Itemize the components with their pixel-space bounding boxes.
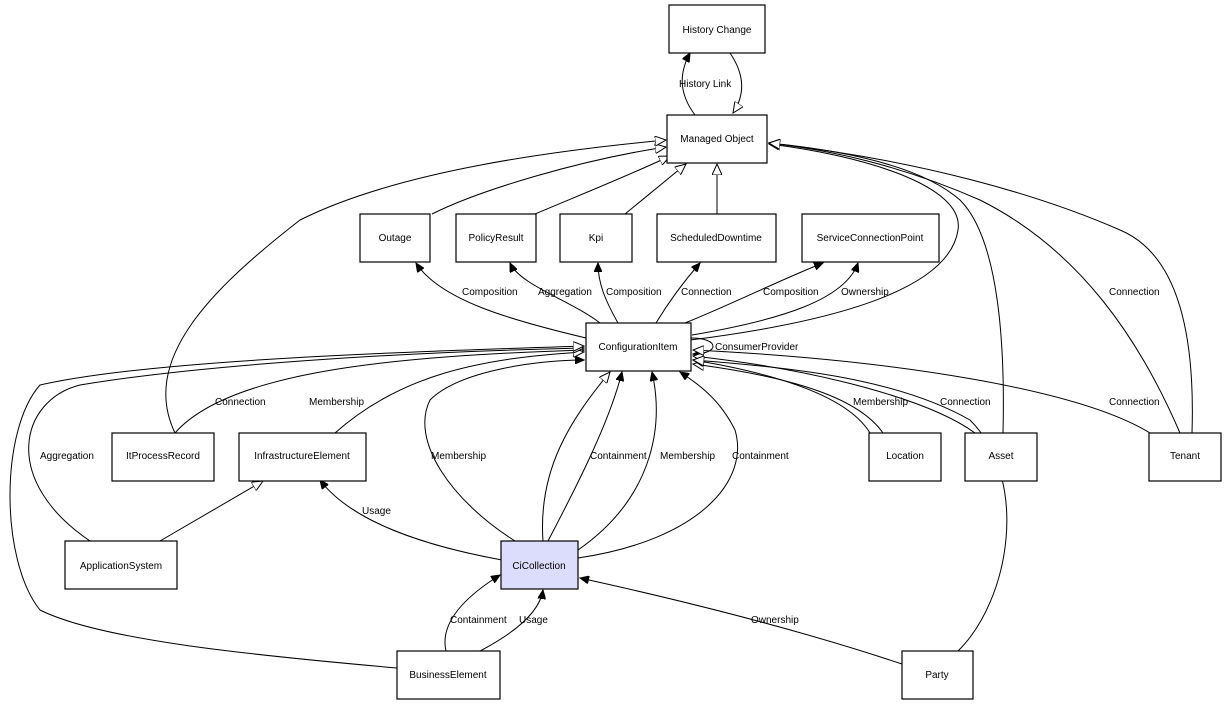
svg-text:BusinessElement: BusinessElement — [409, 670, 486, 681]
edge-inherit-outage — [431, 147, 666, 215]
node-infrastructure-element[interactable]: InfrastructureElement — [238, 432, 367, 482]
edge-be-cic-cont — [444, 575, 500, 652]
svg-text:Party: Party — [925, 670, 948, 681]
edge-inherit-policy — [534, 156, 670, 215]
node-it-process-record[interactable]: ItProcessRecord — [111, 432, 215, 482]
svg-text:Kpi: Kpi — [589, 233, 603, 244]
nodes: History Change Managed Object Outage Pol… — [64, 4, 1222, 700]
edge-label-infra-ci: Membership — [309, 397, 364, 408]
edge-infra-ci — [334, 352, 584, 434]
node-configuration-item[interactable]: ConfigurationItem — [585, 322, 692, 372]
edge-label-ci-kpi: Composition — [606, 287, 662, 298]
svg-text:Location: Location — [886, 451, 924, 462]
edge-ci-outage — [416, 263, 587, 339]
svg-text:ConfigurationItem: ConfigurationItem — [599, 342, 678, 353]
edge-itpr-ci — [174, 350, 584, 434]
edge-label-be-cic-cont: Containment — [450, 615, 507, 626]
svg-text:Tenant: Tenant — [1170, 451, 1200, 462]
edge-cic-ci-cont1 — [547, 372, 622, 542]
edge-label-asset-ci: Connection — [940, 397, 991, 408]
edge-cic-ci-mem2 — [577, 372, 656, 551]
edge-loc-ci — [693, 364, 884, 434]
node-party[interactable]: Party — [901, 650, 974, 700]
node-managed-object[interactable]: Managed Object — [666, 114, 768, 164]
node-application-system[interactable]: ApplicationSystem — [64, 540, 178, 590]
edge-label-cic-ci-cont1: Containment — [590, 451, 647, 462]
edge-ci-kpi — [598, 263, 619, 324]
edge-cic-ci-mem1 — [424, 360, 584, 542]
svg-text:ScheduledDowntime: ScheduledDowntime — [670, 233, 762, 244]
edge-ci-scp-comp — [684, 263, 823, 324]
edge-label-party-cic: Ownership — [751, 615, 799, 626]
node-history-change[interactable]: History Change — [668, 4, 766, 54]
edge-tenant-ci — [693, 350, 1151, 434]
edge-be-cic-usage — [479, 590, 543, 652]
svg-text:History Change: History Change — [683, 25, 752, 36]
edge-label-tenant-mo: Connection — [1109, 287, 1160, 298]
edge-label-cic-ci-mem2: Membership — [660, 451, 715, 462]
edge-asset-ci — [693, 356, 976, 434]
edge-cic-ci-inherit — [541, 372, 610, 542]
node-ci-collection[interactable]: CiCollection — [500, 540, 579, 590]
edge-label-itpr-ci: Connection — [215, 397, 266, 408]
edges — [9, 53, 1193, 669]
node-asset[interactable]: Asset — [964, 432, 1038, 482]
edge-label-be-cic-usage: Usage — [519, 615, 548, 626]
edge-label-ci-scp-own: Ownership — [841, 287, 889, 298]
edge-cic-ci-cont2 — [577, 372, 739, 559]
edge-label-app-ci: Aggregation — [40, 451, 94, 462]
svg-text:ServiceConnectionPoint: ServiceConnectionPoint — [817, 233, 924, 244]
edge-ci-scp-own — [691, 263, 858, 336]
edge-label-ci-self: ConsumerProvider — [715, 342, 799, 353]
node-outage[interactable]: Outage — [359, 213, 431, 263]
edge-label-tenant-ci: Connection — [1109, 397, 1160, 408]
edge-ci-policy — [510, 263, 601, 324]
edge-party-cic — [580, 578, 903, 665]
edge-inherit-itpr — [165, 140, 666, 434]
edge-loc-ci-2 — [693, 360, 871, 434]
node-service-connection-point[interactable]: ServiceConnectionPoint — [801, 213, 940, 263]
edge-history-link — [681, 53, 741, 116]
edge-label-cic-infra: Usage — [362, 506, 391, 517]
edge-label-ci-scp-comp: Composition — [763, 287, 819, 298]
edge-inherit-tenant-a — [769, 143, 1181, 434]
node-location[interactable]: Location — [868, 432, 942, 482]
svg-text:Managed Object: Managed Object — [680, 134, 754, 145]
svg-text:ItProcessRecord: ItProcessRecord — [126, 451, 200, 462]
edge-label-ci-sched: Connection — [681, 287, 732, 298]
svg-text:Asset: Asset — [988, 451, 1013, 462]
edge-label-ci-outage: Composition — [462, 287, 518, 298]
edge-inherit-ci — [689, 144, 959, 341]
edge-label-cic-ci-mem1: Membership — [431, 451, 486, 462]
edge-ci-self — [690, 337, 714, 354]
svg-text:PolicyResult: PolicyResult — [468, 233, 523, 244]
edge-app-infra — [159, 481, 263, 542]
edge-label-history-link: History Link — [679, 79, 732, 90]
svg-text:Outage: Outage — [379, 233, 412, 244]
node-business-element[interactable]: BusinessElement — [396, 650, 501, 700]
edge-app-ci — [28, 348, 584, 542]
svg-text:InfrastructureElement: InfrastructureElement — [254, 451, 350, 462]
edge-label-loc-ci: Membership — [853, 397, 908, 408]
node-kpi[interactable]: Kpi — [559, 213, 633, 263]
edge-party-ci — [693, 360, 1008, 652]
edge-label-cic-ci-cont2: Containment — [732, 451, 789, 462]
svg-text:CiCollection: CiCollection — [512, 561, 565, 572]
edge-labels: History Link Composition Aggregation Com… — [40, 79, 1160, 626]
edge-cic-infra — [320, 480, 503, 561]
node-tenant[interactable]: Tenant — [1148, 432, 1222, 482]
edge-tenant-mo-connection — [769, 143, 1193, 434]
svg-text:ApplicationSystem: ApplicationSystem — [80, 561, 162, 572]
node-policy-result[interactable]: PolicyResult — [455, 213, 537, 263]
edge-be-ci — [9, 346, 584, 669]
edge-inherit-kpi — [624, 164, 686, 215]
edge-ci-sched — [655, 263, 700, 324]
node-scheduled-downtime[interactable]: ScheduledDowntime — [656, 213, 777, 263]
edge-label-ci-policy: Aggregation — [538, 287, 592, 298]
